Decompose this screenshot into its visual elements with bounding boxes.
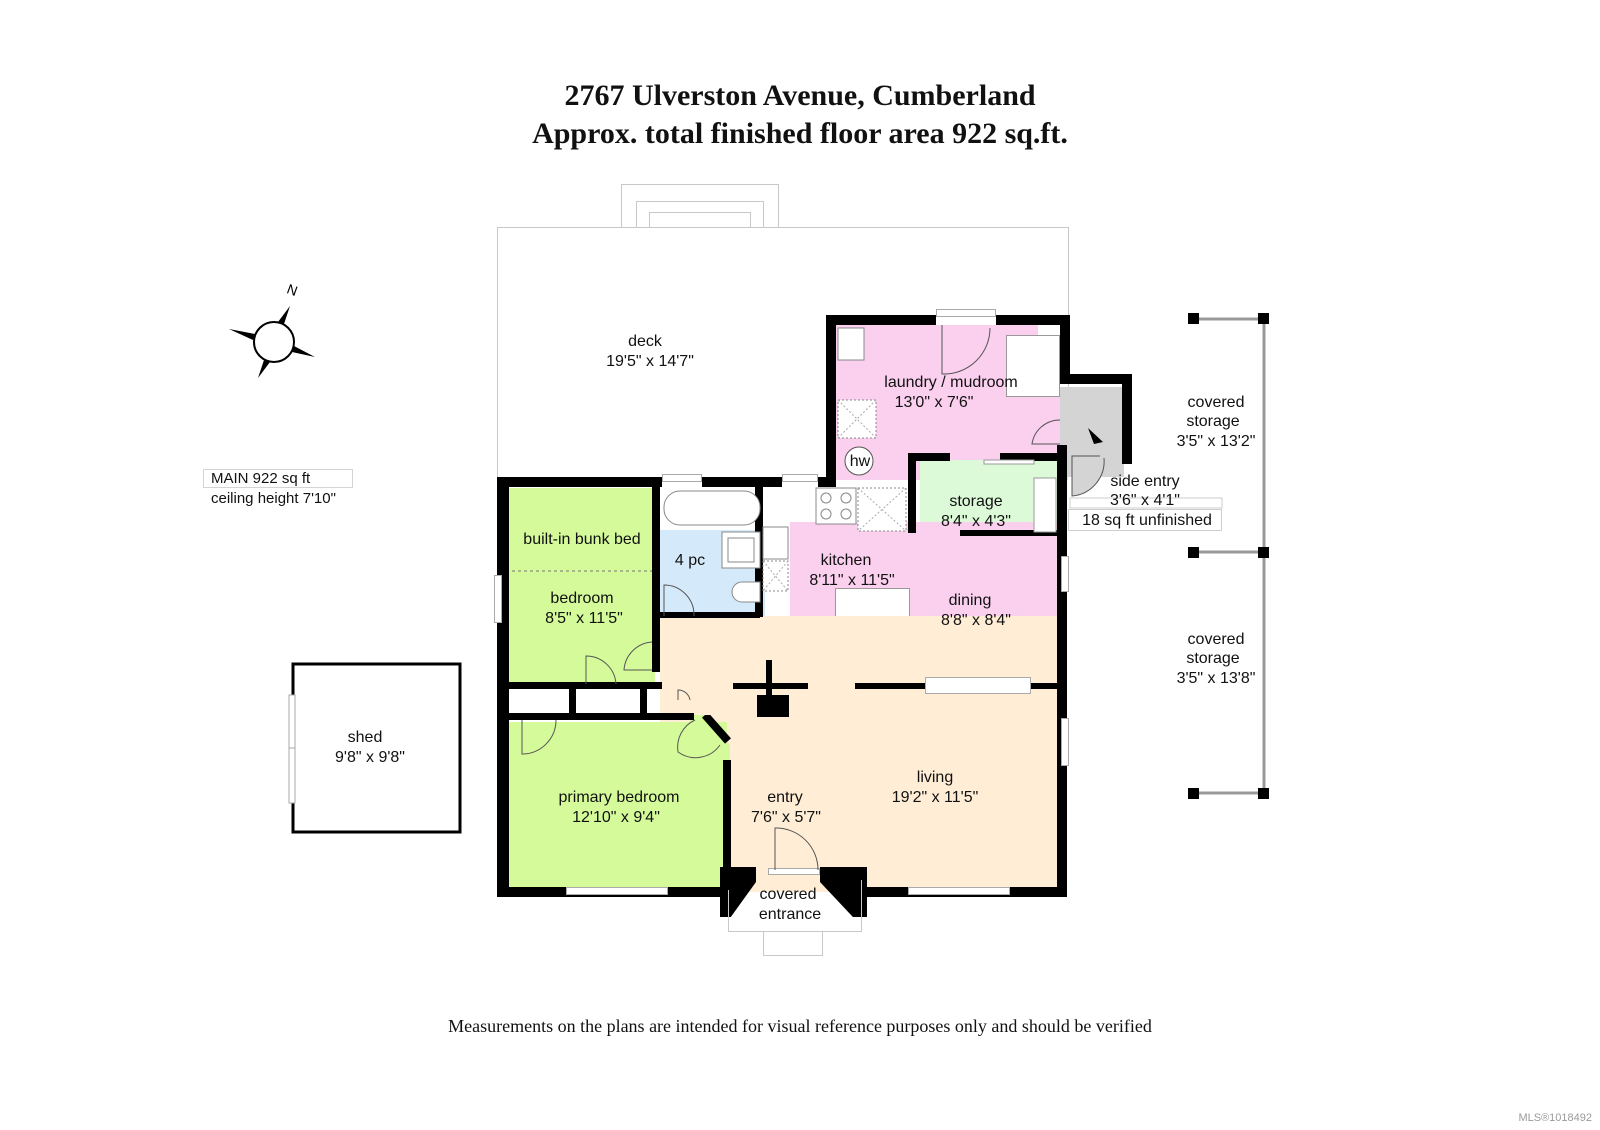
window — [1061, 556, 1069, 592]
wall — [1057, 445, 1067, 895]
window — [662, 474, 702, 482]
wall — [1060, 315, 1070, 375]
unfinished-note: 18 sq ft unfinished — [1082, 512, 1212, 529]
primary-bedroom-name: primary bedroom — [558, 789, 680, 806]
deck-stairs-inner — [649, 212, 751, 228]
covered-entrance-name1: covered — [759, 886, 817, 903]
post — [1188, 547, 1199, 558]
ceiling-height-label: ceiling height 7'10" — [211, 490, 336, 507]
wall — [1000, 453, 1060, 461]
kitchen-name: kitchen — [820, 552, 872, 569]
primary-angle-wall — [690, 715, 731, 765]
covered-storage-2-name1: covered — [1187, 631, 1245, 648]
water-heater-label: hw — [849, 453, 871, 470]
bar-counter — [925, 677, 1031, 694]
address-title: 2767 Ulverston Avenue, Cumberland — [564, 79, 1036, 112]
covered-storage-2-name2: storage — [1186, 650, 1240, 667]
closet-2 — [576, 695, 640, 713]
entry-name: entry — [767, 789, 803, 806]
laundry-cabinet-box — [1006, 335, 1060, 397]
dining-name: dining — [948, 592, 992, 609]
wall — [1122, 374, 1132, 464]
bedroom-size: 8'5" x 11'5" — [545, 610, 623, 627]
wall — [1060, 374, 1132, 384]
living-size: 19'2" x 11'5" — [891, 789, 979, 806]
wall — [509, 682, 662, 689]
shed-size: 9'8" x 9'8" — [335, 749, 405, 766]
window — [494, 575, 502, 623]
bedroom-room — [509, 488, 655, 684]
level-label: MAIN 922 sq ft — [211, 470, 311, 487]
wall — [996, 315, 1070, 325]
side-entry-name: side entry — [1110, 473, 1180, 490]
wall — [660, 612, 760, 618]
window — [936, 309, 996, 317]
unfinished-note-box — [1068, 509, 1222, 531]
storage-size: 8'4" x 4'3" — [941, 513, 1011, 530]
closet-1 — [509, 695, 569, 713]
wall — [652, 487, 660, 672]
post — [1258, 547, 1269, 558]
wall — [723, 760, 731, 890]
deck-size: 19'5" x 14'7" — [606, 353, 694, 370]
wall — [826, 315, 836, 480]
window — [566, 887, 668, 895]
entry-size: 7'6" x 5'7" — [751, 809, 821, 826]
wall — [702, 477, 782, 487]
disclaimer-text: Measurements on the plans are intended f… — [448, 1016, 1152, 1036]
wall — [497, 477, 662, 487]
window — [908, 887, 1010, 895]
bedroom-name: bedroom — [550, 590, 614, 607]
dining-size: 8'8" x 8'4" — [941, 612, 1011, 629]
wall — [826, 315, 936, 325]
area-summary-title: Approx. total finished floor area 922 sq… — [532, 117, 1068, 150]
north-compass-icon: N — [229, 281, 315, 378]
kitchen-size: 8'11" x 11'5" — [809, 572, 895, 589]
post — [1188, 313, 1199, 324]
wall — [818, 477, 836, 487]
post — [1188, 788, 1199, 799]
wall — [766, 660, 772, 695]
level-info-box — [203, 469, 353, 488]
covered-entrance-name2: entrance — [758, 906, 822, 923]
side-entry-size: 3'6" x 4'1" — [1110, 492, 1180, 509]
covered-entrance-outline — [728, 880, 862, 932]
deck-name: deck — [628, 333, 662, 350]
covered-storage-1-name1: covered — [1187, 394, 1245, 411]
storage-name: storage — [949, 493, 1003, 510]
mls-number: MLS®1018492 — [1518, 1112, 1592, 1124]
living-name: living — [916, 769, 954, 786]
covered-storage-1-name2: storage — [1186, 413, 1240, 430]
fireplace — [757, 695, 789, 717]
laundry-name: laundry / mudroom — [884, 374, 1018, 391]
post — [1258, 313, 1269, 324]
wall — [910, 453, 950, 461]
wall — [569, 689, 576, 715]
bunk-bed-label: built-in bunk bed — [523, 531, 641, 548]
bath-label: 4 pc — [674, 552, 706, 569]
entrance-step — [763, 932, 823, 956]
covered-storage-2-size: 3'5" x 13'8" — [1176, 670, 1256, 687]
wall — [908, 453, 916, 533]
front-door-threshold — [768, 868, 820, 875]
wall — [509, 713, 694, 720]
covered-storage-1-size: 3'5" x 13'2" — [1176, 433, 1256, 450]
wall — [640, 689, 647, 715]
window — [1061, 718, 1069, 766]
primary-bedroom-size: 12'10" x 9'4" — [572, 809, 660, 826]
wall — [960, 530, 1060, 536]
laundry-size: 13'0" x 7'6" — [894, 394, 974, 411]
post — [1258, 788, 1269, 799]
shed-name: shed — [347, 729, 383, 746]
window — [782, 474, 818, 482]
